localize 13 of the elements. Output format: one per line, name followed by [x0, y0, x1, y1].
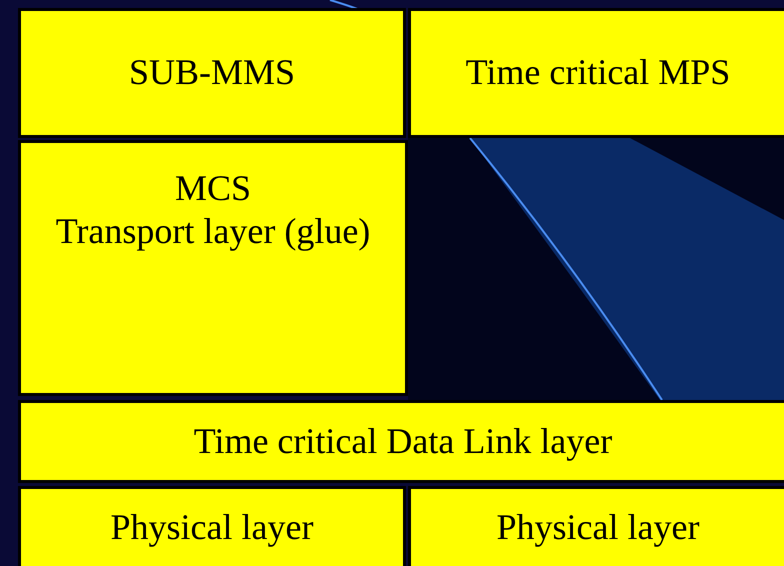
layer-label: Time critical Data Link layer [194, 420, 612, 463]
layer-box [18, 140, 408, 396]
layer-box [18, 8, 406, 138]
layer-box [408, 486, 784, 566]
layer-box [408, 8, 784, 138]
layer-box [18, 400, 784, 483]
layer-label: MCS [174, 167, 252, 210]
layer-label: Physical layer [110, 506, 314, 550]
layer-label: Physical layer [496, 506, 700, 550]
layer-label: Transport layer (glue) [56, 210, 370, 254]
layer-box [18, 486, 406, 566]
layer-label: Time critical MPS [466, 51, 730, 94]
layer-label: SUB-MMS [128, 51, 296, 94]
